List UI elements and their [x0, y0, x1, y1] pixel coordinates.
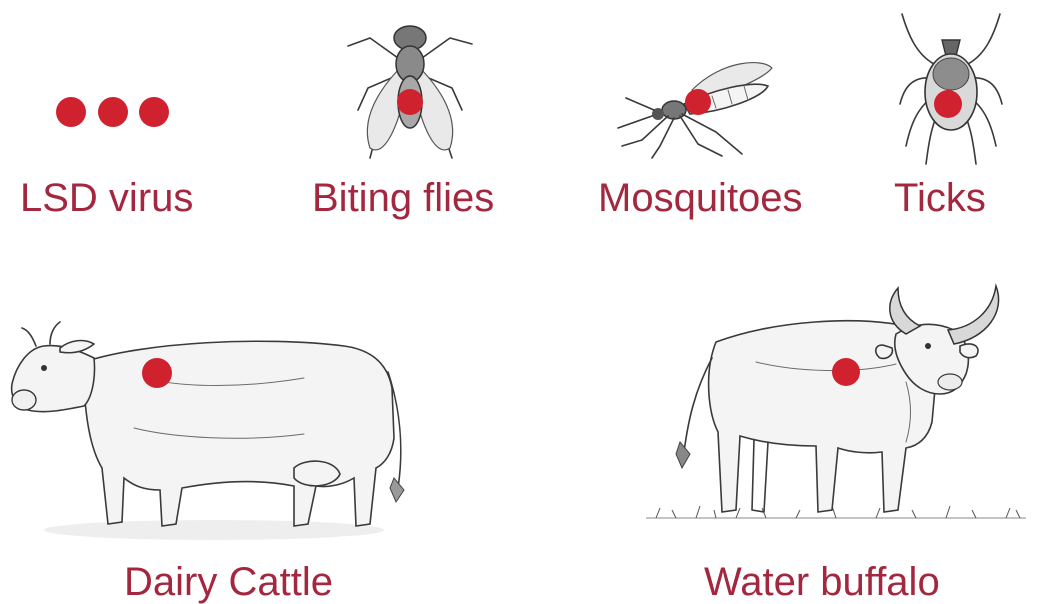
label-lsd-virus: LSD virus — [20, 178, 193, 218]
mosquito-icon — [612, 50, 782, 160]
label-ticks: Ticks — [894, 178, 986, 218]
label-mosquitoes: Mosquitoes — [598, 178, 803, 218]
water-buffalo-icon — [636, 282, 1036, 532]
label-biting-flies: Biting flies — [312, 178, 494, 218]
tick-icon — [896, 4, 1006, 168]
dairy-cow-icon — [4, 318, 424, 544]
label-water-buffalo: Water buffalo — [704, 562, 940, 602]
virus-dots-icon — [50, 90, 180, 134]
label-dairy-cattle: Dairy Cattle — [124, 562, 333, 602]
biting-fly-icon — [340, 18, 480, 168]
